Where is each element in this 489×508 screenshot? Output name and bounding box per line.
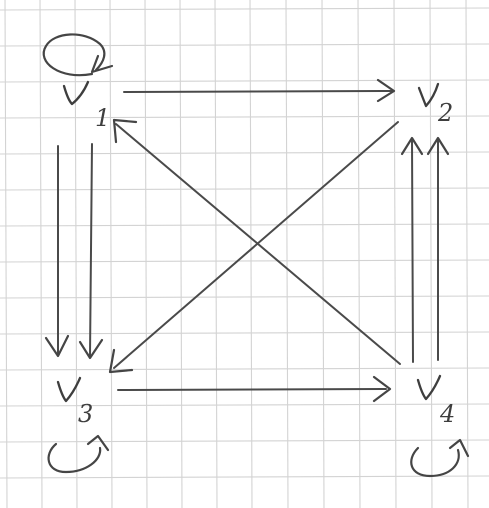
edge-v4-to-v2-right (426, 136, 450, 361)
arrowhead-icon (448, 438, 470, 458)
loop-v3 (47, 434, 110, 474)
vertex-v4: 4 (416, 374, 455, 428)
grid-line-vertical (465, 0, 469, 508)
edge-v1-to-v3-left (44, 145, 70, 358)
grid-line-horizontal (0, 223, 489, 227)
grid-line-vertical (74, 0, 78, 508)
vertex-v3-subscript: 3 (78, 400, 93, 428)
arrowhead-icon (400, 136, 424, 156)
grid-line-vertical (321, 0, 325, 508)
grid-line-horizontal (0, 367, 489, 371)
grid-line-vertical (249, 0, 253, 508)
edge-v1-to-v2 (123, 78, 396, 103)
vertex-v1-letter (62, 80, 90, 106)
grid-line-vertical (144, 0, 148, 508)
edge-line (123, 90, 393, 93)
arrowhead-icon (108, 348, 134, 374)
grid-line-vertical (429, 0, 433, 508)
grid-line-vertical (393, 0, 397, 508)
vertex-v4-letter (416, 374, 442, 401)
arrowhead-icon (78, 338, 104, 360)
vertex-v3-letter (56, 376, 82, 403)
grid-line-horizontal (0, 43, 489, 47)
vertex-v3: 3 (56, 376, 93, 428)
vertex-v2-subscript: 2 (437, 99, 453, 127)
grid-line-vertical (39, 0, 43, 508)
grid-line-horizontal (0, 259, 489, 263)
grid-line-horizontal (0, 475, 489, 479)
vertex-v4-subscript: 4 (439, 400, 455, 428)
loop-line (42, 33, 106, 77)
loop-v4 (410, 438, 470, 478)
grid-line-horizontal (0, 115, 489, 119)
edge-line (411, 139, 414, 363)
grid-line-vertical (179, 0, 183, 508)
edge-v1-to-v3-right (78, 143, 104, 360)
arrowhead-icon (44, 334, 70, 358)
edge-v2-to-v3 (108, 121, 399, 374)
grid-line-vertical (214, 0, 218, 508)
arrowhead-icon (86, 434, 110, 452)
grid-line-horizontal (0, 403, 489, 407)
vertex-v1-subscript: 1 (95, 104, 110, 132)
grid-line-vertical (285, 0, 289, 508)
loop-v1 (42, 33, 114, 77)
grid-line-vertical (109, 0, 113, 508)
arrowhead-icon (112, 118, 138, 144)
loop-line (410, 446, 460, 478)
edge-line (89, 143, 93, 357)
arrowhead-icon (376, 78, 396, 103)
grid-line-horizontal (0, 187, 489, 191)
grid-line-horizontal (0, 7, 489, 11)
edge-line (113, 121, 399, 369)
grid-line-vertical (357, 0, 361, 508)
grid-line-horizontal (0, 151, 489, 155)
grid-line-vertical (4, 0, 8, 508)
grid-line-horizontal (0, 79, 489, 83)
edge-v3-to-v4 (117, 375, 392, 403)
edge-v4-to-v2-left (400, 136, 424, 363)
grid-line-horizontal (0, 439, 489, 443)
grid-line-horizontal (0, 295, 489, 299)
loop-line (47, 442, 102, 474)
arrowhead-icon (90, 54, 114, 74)
vertex-v2-letter (417, 82, 440, 108)
grid-line-horizontal (0, 331, 489, 335)
edge-line (117, 388, 387, 391)
arrowhead-icon (372, 375, 392, 403)
arrowhead-icon (426, 136, 450, 156)
vertex-v1: 1 (62, 80, 110, 132)
vertex-v2: 2 (417, 82, 453, 127)
